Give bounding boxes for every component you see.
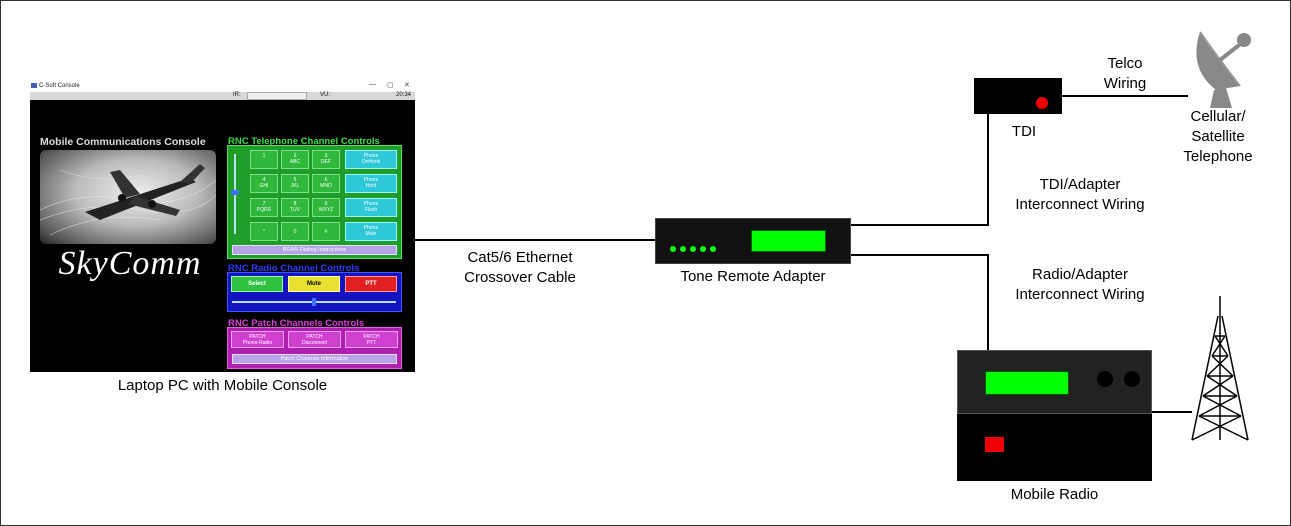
key-star[interactable]: *	[250, 222, 278, 241]
adapter-label: Tone Remote Adapter	[680, 268, 826, 285]
adapter-led-3	[690, 246, 696, 252]
radio-tower-icon	[1191, 296, 1249, 441]
telco-wiring-line	[1062, 95, 1188, 97]
airplane-photo	[40, 150, 216, 244]
radio-panel: Select Mute PTT	[227, 272, 402, 312]
radio-display	[985, 371, 1069, 395]
adapter-led-5	[710, 246, 716, 252]
radio-select-button[interactable]: Select	[231, 276, 283, 292]
key-0[interactable]: 0	[281, 222, 309, 241]
skycomm-logo: SkyComm	[58, 245, 202, 282]
ethernet-cable-line	[415, 239, 655, 241]
radio-controls-title: RNC Radio Channel Controls	[228, 263, 360, 274]
adapter-led-1	[670, 246, 676, 252]
laptop-caption: Laptop PC with Mobile Console	[117, 377, 328, 394]
window-title: C-Soft Console	[39, 83, 80, 89]
ir-label: IR:	[233, 92, 241, 98]
radio-ptt-button[interactable]: PTT	[345, 276, 397, 292]
minimize-button[interactable]: —	[369, 81, 376, 88]
key-hash[interactable]: #	[312, 222, 340, 241]
tdi-device	[974, 78, 1062, 114]
radio-mute-button[interactable]: Mute	[288, 276, 340, 292]
antenna-cable-line	[1152, 411, 1192, 413]
bgan-dialing-button[interactable]: BGAN Dialing Instructions	[232, 245, 397, 255]
radio-knob-1	[1097, 371, 1113, 387]
tdi-wiring-vertical	[987, 114, 989, 226]
telephone-controls-title: RNC Telephone Channel Controls	[228, 136, 380, 147]
radio-wiring-vertical	[987, 254, 989, 350]
clock: 20:34	[396, 92, 412, 98]
satellite-dish-icon	[1196, 31, 1251, 108]
tdi-wiring-horizontal	[851, 224, 988, 226]
window-titlebar: C-Soft Console — ▢ ✕	[30, 80, 415, 92]
adapter-display	[751, 230, 826, 252]
ir-meter	[247, 92, 307, 100]
volume-slider-thumb[interactable]	[231, 190, 239, 195]
console-title: Mobile Communications Console	[40, 136, 206, 148]
maximize-button[interactable]: ▢	[387, 82, 394, 89]
laptop-console-window: C-Soft Console — ▢ ✕ IR: VU: 20:34 Mobil…	[30, 80, 415, 372]
adapter-led-4	[700, 246, 706, 252]
patch-controls-title: RNC Patch Channels Controls	[228, 318, 365, 329]
radio-red-indicator	[985, 437, 1004, 452]
tdi-led	[1036, 97, 1048, 109]
status-bar: IR: VU: 20:34	[30, 92, 415, 100]
key-1[interactable]: 1	[250, 150, 278, 169]
airplane-icon	[40, 164, 216, 236]
radio-volume-thumb[interactable]	[312, 298, 316, 306]
mobile-radio-label: Mobile Radio	[1010, 486, 1099, 503]
vu-label: VU:	[320, 92, 331, 98]
tdi-label: TDI	[1011, 123, 1037, 140]
adapter-led-2	[680, 246, 686, 252]
radio-knob-2	[1124, 371, 1140, 387]
close-button[interactable]: ✕	[404, 82, 410, 89]
radio-wiring-horizontal	[851, 254, 988, 256]
patch-info-button[interactable]: Patch Channels Information	[232, 354, 397, 364]
app-icon	[31, 83, 37, 88]
